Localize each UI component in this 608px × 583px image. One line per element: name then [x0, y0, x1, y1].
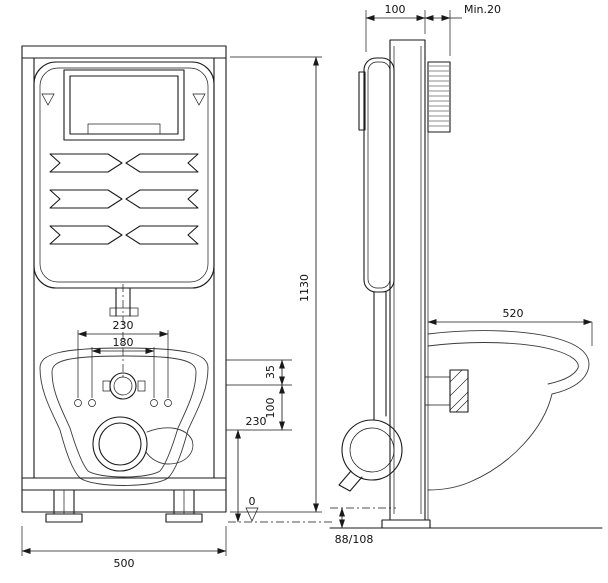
- flush-pipe-side: [373, 291, 387, 421]
- zero-level-icon: [245, 507, 259, 522]
- zero-level-label: 0: [249, 495, 256, 508]
- dim-label-fixing-inner: 180: [113, 336, 134, 349]
- dim-label-outlet-height: 230: [246, 415, 267, 428]
- dim-label-hole-offset: 100: [264, 398, 277, 419]
- front-dimensions: 230 180 500 1130 35 100 230 0: [21, 56, 332, 570]
- dim-label-outlet-options: 88/108: [335, 533, 374, 546]
- cistern: [33, 61, 215, 289]
- cistern-side: [358, 57, 395, 293]
- dim-label-fixing-outer: 230: [113, 319, 134, 332]
- side-dimensions: 100 Min.20 520 88/108: [335, 3, 593, 546]
- outlet-connector: [425, 369, 469, 413]
- fixing-holes: [74, 399, 172, 407]
- side-view: 100 Min.20 520 88/108: [329, 3, 603, 546]
- dim-label-min-cover: Min.20: [464, 3, 501, 16]
- frame-side: [381, 39, 431, 529]
- outlet-trap: [338, 419, 403, 492]
- outlet-circle: [92, 416, 148, 472]
- front-view: 230 180 500 1130 35 100 230 0: [21, 45, 332, 570]
- flush-pipe: [109, 284, 139, 378]
- wc-bowl-front: [39, 347, 209, 486]
- level-mark-right-icon: [192, 93, 206, 106]
- cistern-ribs: [49, 153, 199, 245]
- dim-label-bowl-depth: 520: [503, 307, 524, 320]
- water-supply-connection: [102, 372, 146, 400]
- dim-label-frame-width: 500: [114, 557, 135, 570]
- wc-bowl-side: [427, 330, 590, 491]
- foot-plate-side: [381, 519, 431, 529]
- wall-section: [427, 61, 451, 520]
- dim-label-supply-offset: 35: [264, 365, 277, 379]
- access-panel: [41, 69, 206, 141]
- flush-plate-side: [358, 71, 366, 131]
- support-feet: [45, 489, 203, 523]
- dim-label-frame-depth: 100: [385, 3, 406, 16]
- dim-label-frame-height: 1130: [298, 274, 311, 302]
- mounting-frame: [21, 45, 227, 513]
- level-mark-left-icon: [41, 93, 55, 106]
